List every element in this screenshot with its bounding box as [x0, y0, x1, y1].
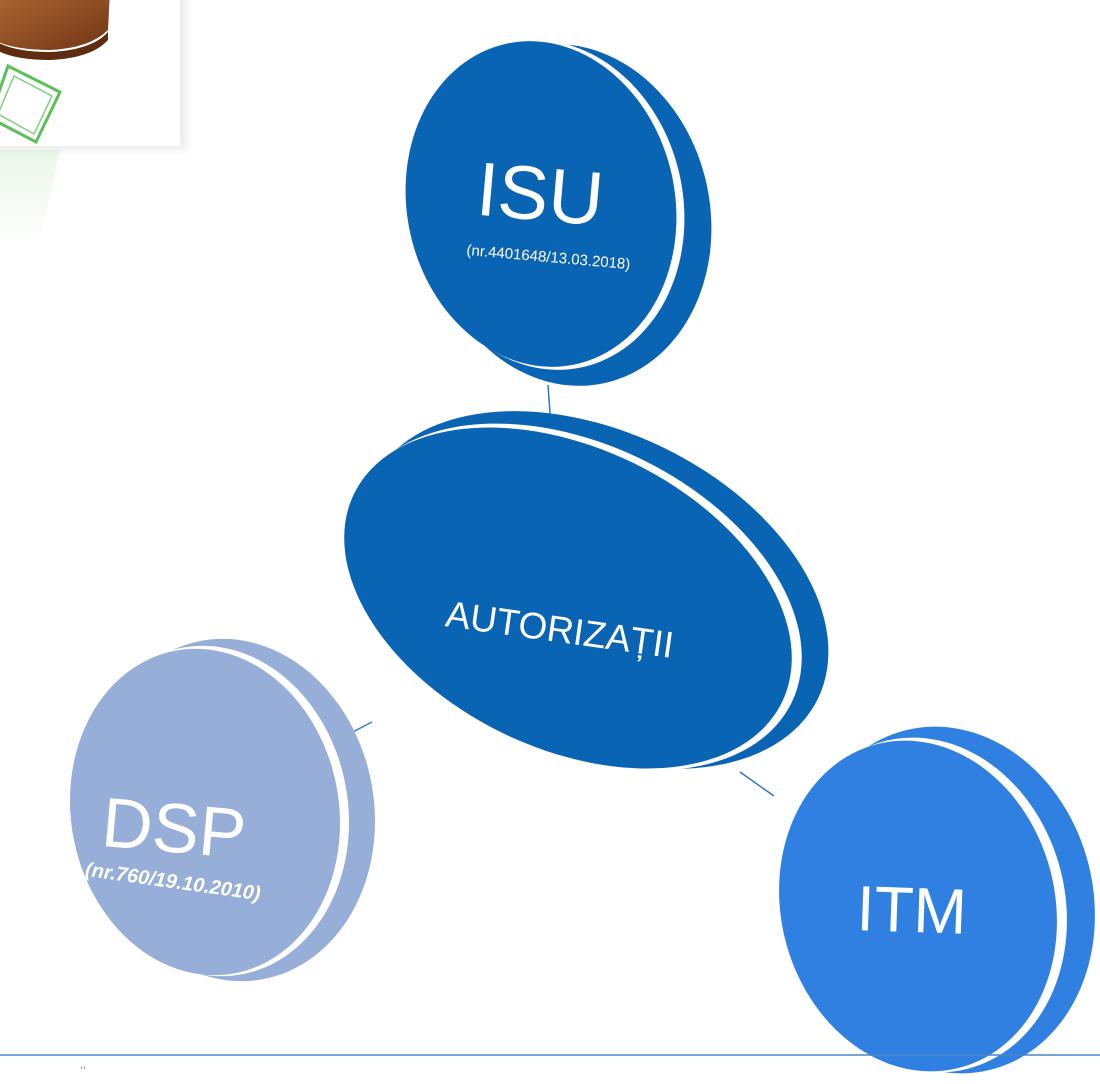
rubber-stamp-icon	[0, 0, 190, 250]
footer-mark: ʹʹ	[80, 1065, 87, 1078]
dsp-title: DSP	[99, 783, 249, 873]
node-dsp: DSP (nr.760/19.10.2010)	[69, 638, 375, 982]
isu-title: ISU	[473, 147, 607, 243]
itm-title: ITM	[855, 872, 968, 948]
node-autorizatii: AUTORIZAȚII	[344, 411, 829, 771]
node-isu: ISU (nr.4401648/13.03.2018)	[405, 40, 712, 386]
connector-itm	[739, 771, 775, 797]
node-itm: ITM	[779, 726, 1095, 1074]
